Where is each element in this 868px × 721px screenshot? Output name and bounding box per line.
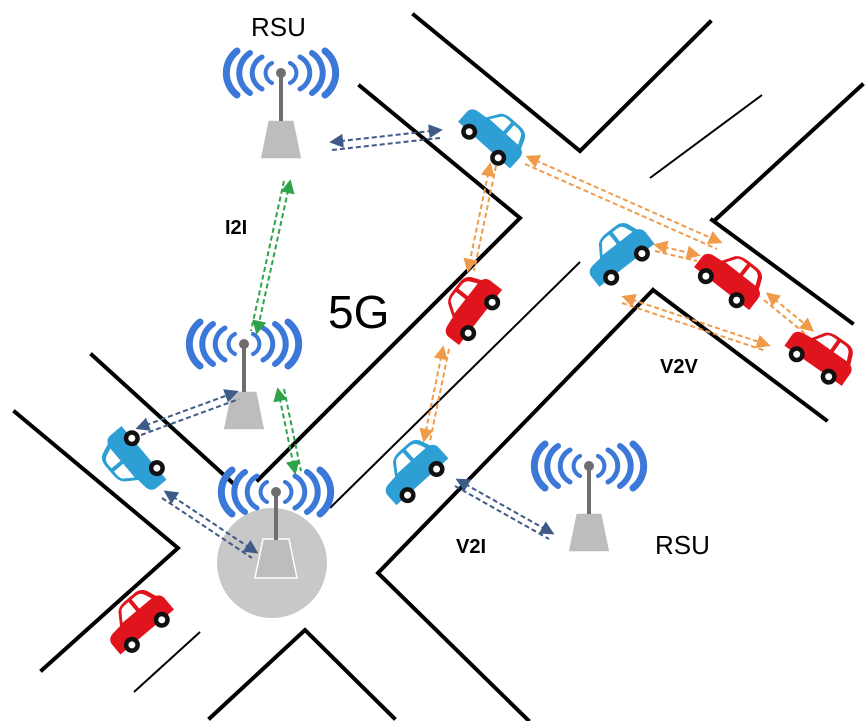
v2i-label: V2I bbox=[456, 536, 487, 558]
dashed-double-arrow-icon bbox=[473, 165, 497, 272]
car-icon-red bbox=[429, 266, 509, 350]
road-edge bbox=[207, 627, 397, 721]
dashed-double-arrow-icon bbox=[463, 162, 495, 273]
car-icon-red bbox=[95, 580, 180, 661]
road-edge bbox=[411, 12, 713, 154]
lane-line bbox=[133, 631, 201, 693]
rsu-tower-icon bbox=[226, 51, 335, 159]
rsu-label-top: RSU bbox=[251, 12, 306, 42]
v2v-label: V2V bbox=[660, 356, 698, 378]
dashed-double-arrow-icon bbox=[763, 299, 809, 337]
v2i-links bbox=[135, 124, 555, 559]
i2i-links bbox=[250, 179, 302, 475]
road-edge bbox=[12, 409, 182, 673]
network-5g-label: 5G bbox=[328, 286, 390, 338]
dashed-double-arrow-icon bbox=[283, 388, 302, 472]
i2i-label: I2I bbox=[225, 217, 248, 239]
lane-line bbox=[649, 94, 763, 179]
dashed-double-arrow-icon bbox=[621, 302, 767, 352]
dashed-double-arrow-icon bbox=[135, 389, 239, 431]
dashed-double-arrow-icon bbox=[252, 179, 295, 335]
v2v-links bbox=[419, 155, 815, 443]
dashed-double-arrow-icon bbox=[455, 478, 555, 535]
dashed-double-arrow-icon bbox=[329, 124, 443, 148]
rsu-tower-icon bbox=[534, 444, 643, 552]
dashed-double-arrow-icon bbox=[140, 398, 240, 436]
dashed-double-arrow-icon bbox=[163, 490, 259, 554]
rsu-label-bottom: RSU bbox=[655, 530, 710, 560]
dashed-double-arrow-icon bbox=[250, 180, 285, 332]
dashed-double-arrow-icon bbox=[331, 137, 441, 151]
road-edge bbox=[712, 82, 865, 223]
dashed-double-arrow-icon bbox=[273, 387, 300, 475]
dashed-double-arrow-icon bbox=[454, 485, 550, 540]
road-edge bbox=[375, 287, 656, 721]
dashed-double-arrow-icon bbox=[654, 250, 698, 262]
dashed-double-arrow-icon bbox=[621, 293, 771, 349]
dashed-double-arrow-icon bbox=[524, 163, 718, 250]
car-icon-red bbox=[779, 314, 864, 393]
car-icon-blue bbox=[575, 213, 660, 294]
dashed-double-arrow-icon bbox=[525, 155, 723, 244]
dashed-double-arrow-icon bbox=[419, 345, 448, 443]
lane-line bbox=[329, 261, 581, 509]
car-icon-blue bbox=[92, 420, 173, 505]
dashed-double-arrow-icon bbox=[653, 240, 701, 260]
dashed-double-arrow-icon bbox=[765, 292, 815, 332]
lane-markings bbox=[133, 94, 763, 693]
car-icon-red bbox=[689, 237, 773, 317]
car-icon-blue bbox=[370, 430, 454, 512]
road-edge bbox=[709, 217, 855, 326]
dashed-double-arrow-icon bbox=[161, 497, 253, 559]
